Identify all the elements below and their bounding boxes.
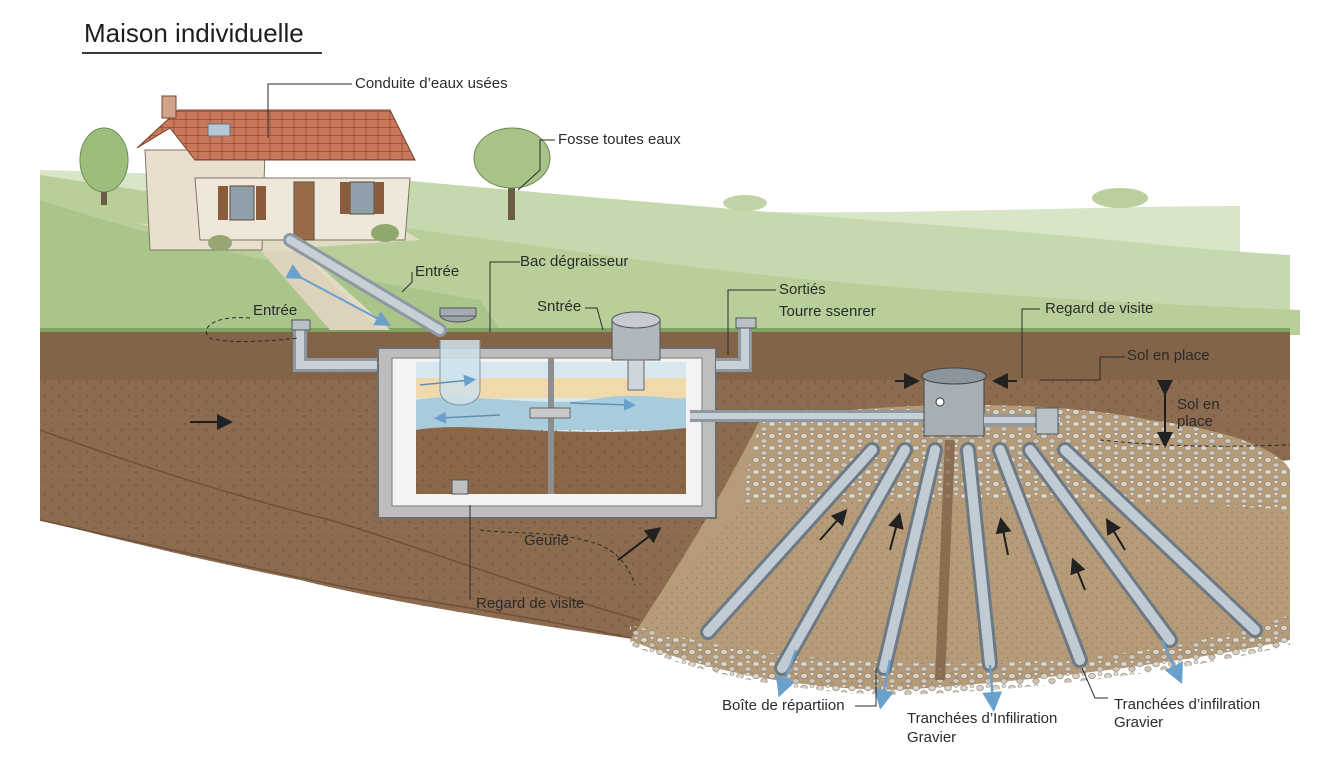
label-boite-de-repartition: Boîte de répartiion: [722, 697, 845, 714]
label-tranchees-1b: Gravier: [907, 729, 957, 746]
label-bac-degraisseur: Bac dégraisseur: [520, 253, 629, 270]
label-tourre-ssenrer: Tourre ssenrer: [779, 303, 876, 320]
title-underline: [82, 52, 322, 54]
label-conduite-eaux-usees: Conduite d’eaux usées: [355, 75, 508, 92]
label-entree-left: Entrée: [253, 302, 298, 319]
label-sntree: Sntrée: [537, 298, 582, 315]
label-sol-en-place-2b: place: [1177, 413, 1213, 430]
label-entree-upper: Entrée: [415, 263, 460, 280]
label-geurie: Geurié: [524, 532, 570, 549]
label-regard-de-visite-top: Regard de visite: [1045, 300, 1154, 317]
label-sorties: Sortiés: [779, 281, 826, 298]
label-sol-en-place-1: Sol en place: [1127, 347, 1210, 364]
label-regard-de-visite-bottom: Regard de visite: [476, 595, 585, 612]
label-tranchees-2b: Gravier: [1114, 714, 1164, 731]
label-fosse-toutes-eaux: Fosse toutes eaux: [558, 131, 681, 148]
page-title: Maison individuelle: [84, 18, 304, 48]
label-tranchees-1a: Tranchées d’Infiliration: [907, 710, 1058, 727]
label-tranchees-2a: Tranchées d’infilration: [1114, 696, 1261, 713]
label-sol-en-place-2a: Sol en: [1177, 396, 1220, 413]
